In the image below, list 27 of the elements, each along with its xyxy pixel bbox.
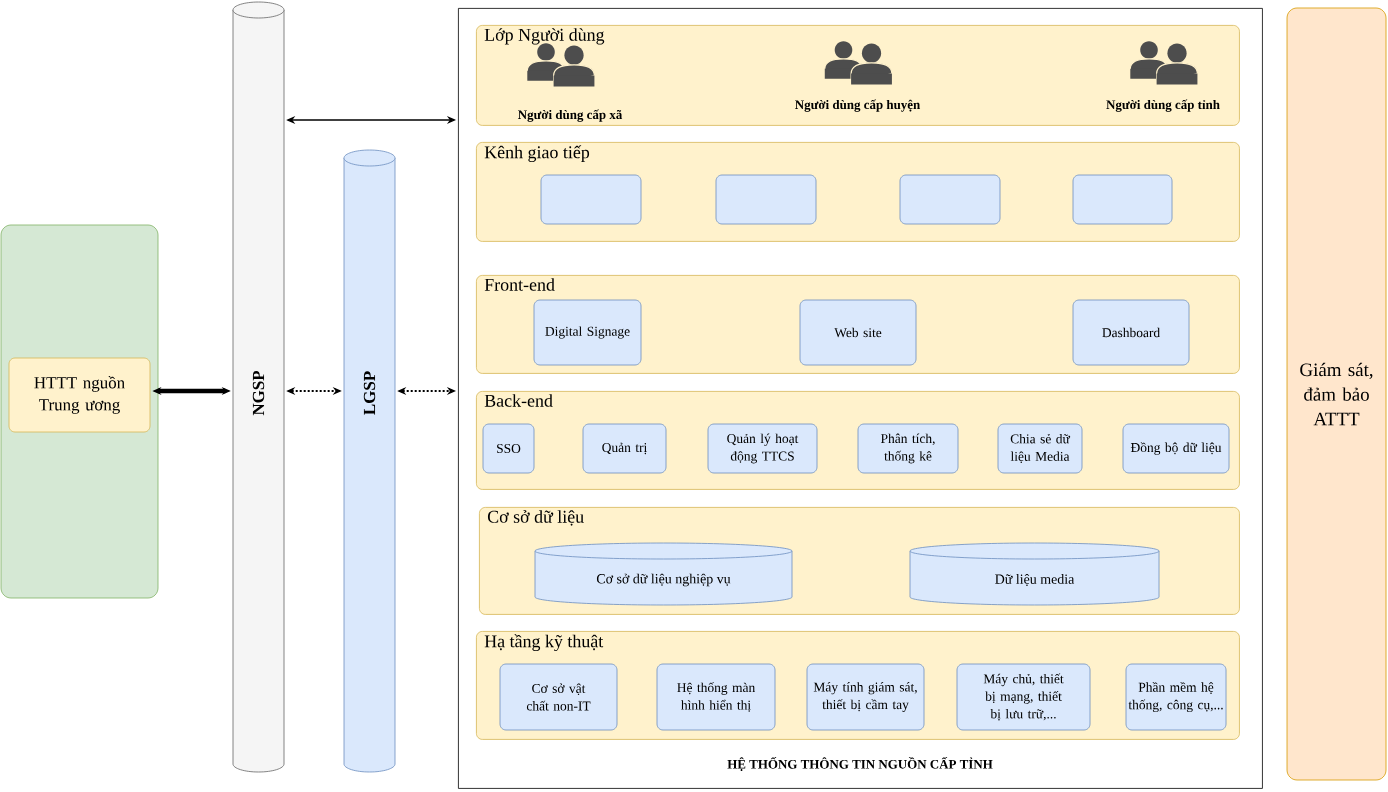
pipe-cylinder: NGSP (232, 1, 285, 773)
component-box: Quản lý hoạt động TTCS (707, 423, 818, 474)
component-box: Đồng bộ dữ liệu (1122, 423, 1230, 474)
component-box: Phân tích, thống kê (857, 423, 959, 474)
component-box: SSO (482, 423, 535, 474)
monitoring-panel: Giám sát, đảm bảo ATTT (1286, 7, 1387, 781)
component-box: Máy chủ, thiết bị mạng, thiết bị lưu trữ,... (956, 663, 1091, 731)
component-box: Phần mềm hệ thống, công cụ,... (1125, 663, 1227, 731)
pipe-cylinder: LGSP (343, 149, 396, 773)
database-cylinder: Dữ liệu media (909, 542, 1160, 606)
component-box: Cơ sở vật chất non-IT (499, 663, 618, 731)
component-box: Digital Signage (533, 299, 642, 366)
component-box (540, 174, 642, 225)
component-box: Dashboard (1072, 299, 1190, 366)
component-box: Quản trị (582, 423, 667, 474)
component-box: Chia sẻ dữ liệu Media (997, 423, 1083, 474)
component-box (715, 174, 817, 225)
component-box (1072, 174, 1173, 225)
component-box: Web site (799, 299, 917, 366)
component-box: Hệ thống màn hình hiển thị (656, 663, 776, 731)
user-group-label: Người dùng cấp xã (518, 109, 623, 122)
user-group-label: Người dùng cấp huyện (795, 99, 921, 112)
user-group-label: Người dùng cấp tỉnh (1106, 99, 1220, 112)
component-box: Máy tính giám sát, thiết bị cầm tay (806, 663, 925, 731)
component-box (899, 174, 1001, 225)
database-cylinder: Cơ sở dữ liệu nghiệp vụ (534, 542, 793, 606)
source-box: HTTT nguồn Trung ương (8, 357, 151, 433)
